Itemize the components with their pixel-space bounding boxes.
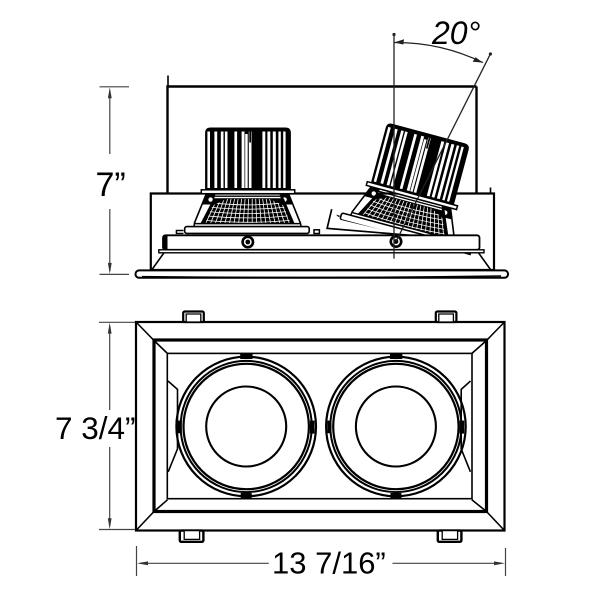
svg-text:20°: 20°: [431, 15, 481, 51]
svg-text:7”: 7”: [96, 166, 126, 204]
svg-text:7 3/4”: 7 3/4”: [55, 410, 136, 446]
svg-text:13 7/16”: 13 7/16”: [272, 546, 386, 581]
